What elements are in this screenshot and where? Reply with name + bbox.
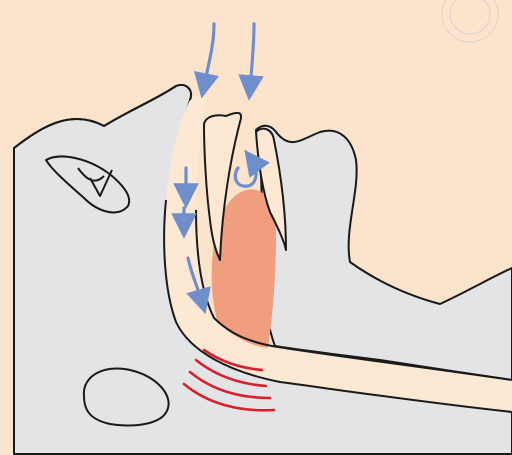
airway-illustration: [0, 0, 512, 455]
sleep-apnea-airway-diagram: [0, 0, 512, 455]
